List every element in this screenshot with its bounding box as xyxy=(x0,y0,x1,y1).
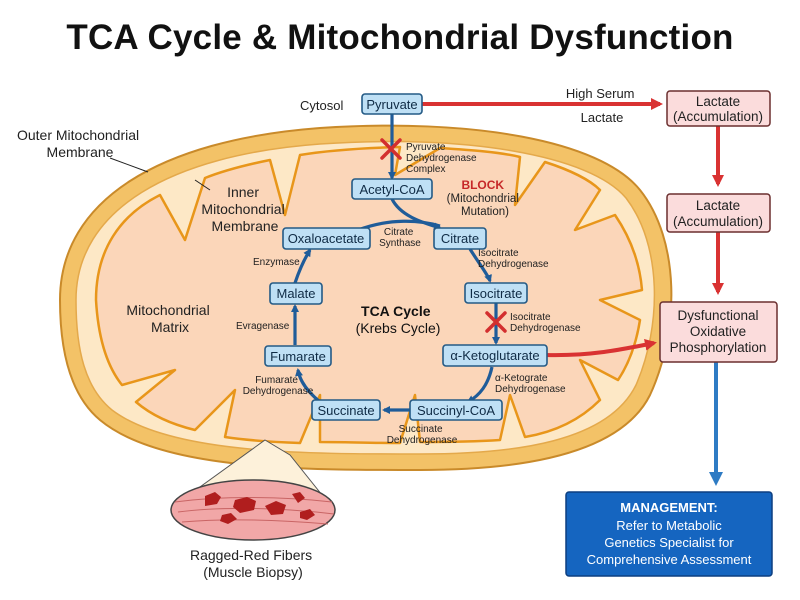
svg-text:Pyruvate: Pyruvate xyxy=(366,97,417,112)
svg-text:Dysfunctional: Dysfunctional xyxy=(677,308,758,323)
svg-text:Acetyl-CoA: Acetyl-CoA xyxy=(359,182,424,197)
malate-node: Malate xyxy=(269,282,323,305)
block-label: BLOCK (Mitochondrial Mutation) xyxy=(447,176,524,218)
cytosol-label: Cytosol xyxy=(300,98,343,113)
svg-text:Isocitrate: Isocitrate xyxy=(470,286,523,301)
inner-membrane-cristae xyxy=(94,145,644,445)
akg-dh-label: α-Ketograte Dehydrogenase xyxy=(495,373,566,395)
ragged-red-fiber xyxy=(265,501,286,515)
ragged-red-fibers-label: Ragged-Red Fibers (Muscle Biopsy) xyxy=(190,547,316,580)
isocitrate-dh-label: Isocitrate Dehydrogenase xyxy=(478,248,549,270)
ragged-red-fiber xyxy=(205,492,221,506)
enzymase-label: Enzymase xyxy=(253,257,300,268)
svg-text:Oxaloacetate: Oxaloacetate xyxy=(288,231,365,246)
evragenase-label: Evragenase xyxy=(236,321,290,332)
idh-block-x-icon xyxy=(485,311,507,333)
mitochondrion xyxy=(58,124,673,472)
oxaloacetate-node: Oxaloacetate xyxy=(282,227,371,250)
svg-text:Genetics Specialist for: Genetics Specialist for xyxy=(604,535,734,550)
svg-text:Succinate: Succinate xyxy=(317,403,374,418)
isocitrate-dh-label-2: Isocitrate Dehydrogenase xyxy=(510,312,581,334)
svg-text:MANAGEMENT:: MANAGEMENT: xyxy=(620,500,718,515)
fumarate-node: Fumarate xyxy=(264,345,332,367)
oxaloacetate-join-arc xyxy=(357,219,441,232)
dysfunctional-oxphos-box: Dysfunctional Oxidative Phosphorylation xyxy=(659,301,778,363)
acetylcoa-to-citrate-arrow xyxy=(390,198,442,231)
lactate-arrows xyxy=(422,98,724,358)
ragged-red-fiber xyxy=(300,509,315,520)
svg-text:Lactate: Lactate xyxy=(696,198,740,213)
management-box: MANAGEMENT: Refer to Metabolic Genetics … xyxy=(565,491,773,577)
ragged-red-fiber xyxy=(233,497,256,513)
svg-text:Phosphorylation: Phosphorylation xyxy=(670,340,767,355)
matrix-label: Mitochondrial Matrix xyxy=(126,302,213,335)
succinyl-coa-node: Succinyl-CoA xyxy=(409,399,503,421)
malate-to-oxaloacetate-arrow xyxy=(293,248,312,284)
svg-text:Oxidative: Oxidative xyxy=(690,324,746,339)
fumarate-dh-label: Fumarate Dehydrogenase xyxy=(243,375,314,397)
alpha-ketoglutarate-node: α-Ketoglutarate xyxy=(442,344,548,367)
pyruvate-node: Pyruvate xyxy=(361,93,423,115)
pdh-block-x-icon xyxy=(380,138,402,160)
tca-center-label: TCA Cycle (Krebs Cycle) xyxy=(356,303,441,336)
high-serum-lactate-label: High Serum Lactate xyxy=(566,86,638,125)
acetyl-coa-node: Acetyl-CoA xyxy=(351,178,433,200)
lactate-box-2: Lactate (Accumulation) xyxy=(666,193,771,233)
svg-text:Refer to Metabolic: Refer to Metabolic xyxy=(616,518,722,533)
isocitrate-node: Isocitrate xyxy=(464,282,528,304)
muscle-biopsy-zoom xyxy=(170,439,336,541)
citrate-synthase-label: Citrate Synthase xyxy=(379,227,421,249)
svg-text:Malate: Malate xyxy=(276,286,315,301)
svg-text:α-Ketoglutarate: α-Ketoglutarate xyxy=(450,348,539,363)
ragged-red-fiber xyxy=(292,492,305,503)
svg-text:Lactate: Lactate xyxy=(696,94,740,109)
succinate-node: Succinate xyxy=(311,399,381,421)
svg-text:Succinyl-CoA: Succinyl-CoA xyxy=(417,403,495,418)
page-title: TCA Cycle & Mitochondrial Dysfunction xyxy=(66,18,734,57)
citrate-node: Citrate xyxy=(433,227,487,250)
lactate-box-1: Lactate (Accumulation) xyxy=(666,90,771,127)
pdh-label: Pyruvate Dehydrogenase Complex xyxy=(406,142,479,175)
inner-membrane-pointer xyxy=(194,179,211,191)
svg-text:(Accumulation): (Accumulation) xyxy=(673,214,763,229)
ragged-red-fiber xyxy=(220,513,237,524)
svg-text:Comprehensive Assessment: Comprehensive Assessment xyxy=(587,552,752,567)
citrate-to-isocitrate-arrow xyxy=(468,248,492,283)
svg-text:(Accumulation): (Accumulation) xyxy=(673,109,763,124)
outer-membrane-pointer xyxy=(109,157,149,173)
svg-text:Citrate: Citrate xyxy=(441,231,479,246)
inner-membrane-label: Inner Mitochondrial Membrane xyxy=(201,184,288,234)
svg-text:Fumarate: Fumarate xyxy=(270,349,326,364)
succinate-dh-label: Succinate Dehydrogenase xyxy=(387,424,458,446)
outer-membrane-label: Outer Mitochondrial Membrane xyxy=(17,127,143,160)
akg-to-oxphos-arrow xyxy=(545,338,657,358)
